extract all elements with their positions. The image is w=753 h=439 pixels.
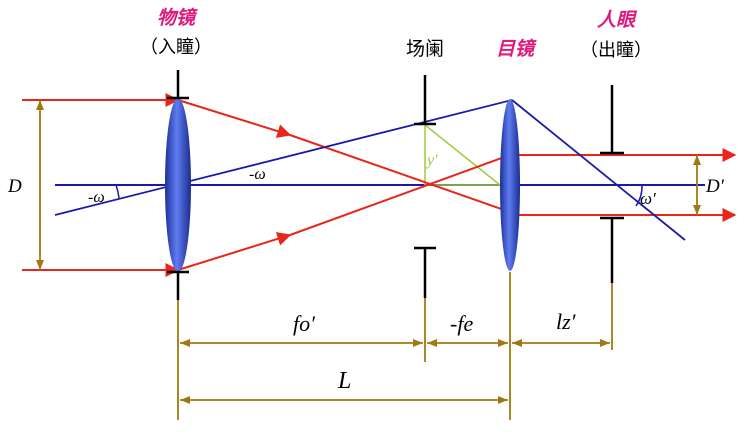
fe-label: -fe bbox=[450, 311, 473, 336]
y-prime-label: y′ bbox=[425, 152, 438, 169]
fo-label: fo′ bbox=[293, 311, 316, 336]
aperture-stops bbox=[167, 70, 624, 300]
L-label: L bbox=[337, 368, 351, 394]
eye-label: 人眼 bbox=[597, 9, 638, 31]
chief-ray bbox=[54, 99, 686, 241]
entrance-pupil-label: （入瞳） bbox=[140, 37, 212, 58]
exit-pupil-label: （出瞳） bbox=[580, 40, 652, 61]
eyepiece-lens bbox=[500, 99, 520, 271]
field-stop-label: 场阑 bbox=[406, 38, 444, 60]
D-label: D bbox=[7, 176, 22, 197]
eyepiece-label: 目镜 bbox=[496, 38, 537, 60]
omega-left-label: -ω bbox=[88, 189, 105, 206]
lz-label: lz′ bbox=[556, 309, 577, 334]
angle-arc-left bbox=[115, 184, 120, 199]
objective-lens bbox=[165, 98, 191, 272]
objective-label: 物镜 bbox=[157, 7, 198, 29]
angle-arc-right bbox=[635, 184, 643, 207]
omega-mid-label: -ω bbox=[249, 166, 266, 183]
dimension-lines bbox=[39, 100, 698, 420]
D-prime-label: D′ bbox=[705, 176, 725, 197]
field-image-triangle bbox=[424, 123, 503, 186]
omega-prime-label: ω′ bbox=[640, 189, 656, 208]
dimension-arrowheads bbox=[36, 100, 701, 404]
